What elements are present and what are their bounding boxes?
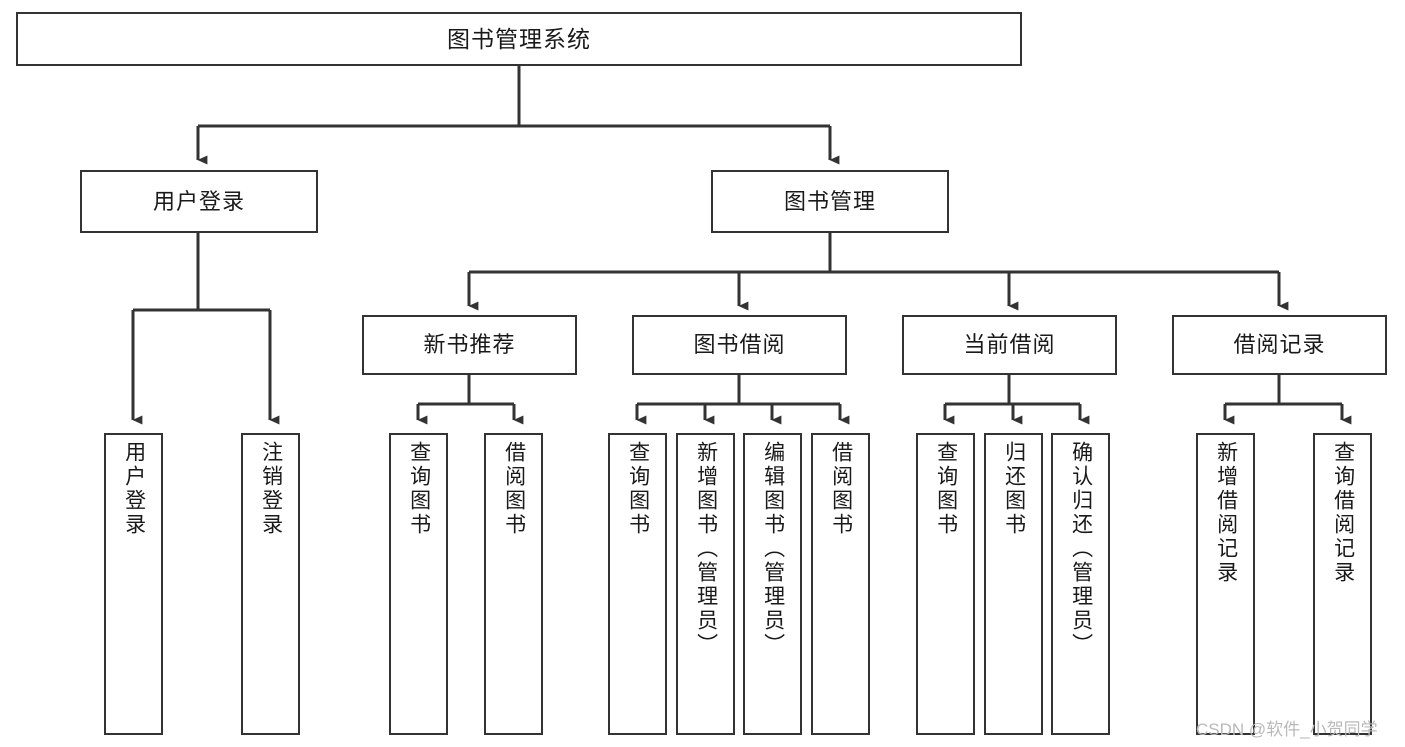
leaf-user-login-logout[interactable]: 注销登录 — [241, 433, 300, 735]
node-borrow-record[interactable]: 借阅记录 — [1172, 315, 1387, 375]
leaf-current-borrow-query-book[interactable]: 查询图书 — [916, 433, 975, 735]
node-label: 用户登录 — [122, 441, 146, 537]
node-label: 图书管理 — [783, 188, 876, 214]
node-label: 查询图书 — [407, 441, 431, 537]
node-label: 查询图书 — [934, 441, 958, 537]
node-label: 注销登录 — [259, 441, 283, 537]
node-book-borrow[interactable]: 图书借阅 — [632, 315, 847, 375]
leaf-current-borrow-confirm-return-admin[interactable]: 确认归还（管理员） — [1051, 433, 1110, 735]
node-current-borrow[interactable]: 当前借阅 — [902, 315, 1117, 375]
leaf-book-borrow-edit-book-admin[interactable]: 编辑图书（管理员） — [743, 433, 802, 735]
leaf-book-borrow-add-book-admin[interactable]: 新增图书（管理员） — [676, 433, 735, 735]
leaf-current-borrow-return-book[interactable]: 归还图书 — [984, 433, 1043, 735]
leaf-new-book-borrow-book[interactable]: 借阅图书 — [484, 433, 543, 735]
leaf-book-borrow-query-book[interactable]: 查询图书 — [608, 433, 667, 735]
node-label: 借阅图书 — [502, 441, 526, 537]
leaf-borrow-record-add-record[interactable]: 新增借阅记录 — [1196, 433, 1255, 735]
node-label: 确认归还（管理员） — [1069, 441, 1093, 657]
leaf-borrow-record-query-record[interactable]: 查询借阅记录 — [1313, 433, 1372, 735]
node-label: 图书管理系统 — [447, 25, 591, 52]
node-label: 图书借阅 — [693, 332, 786, 358]
node-new-book-recommend[interactable]: 新书推荐 — [362, 315, 577, 375]
leaf-book-borrow-borrow-book[interactable]: 借阅图书 — [811, 433, 870, 735]
node-label: 查询借阅记录 — [1331, 441, 1355, 585]
node-label: 新增图书（管理员） — [694, 441, 718, 657]
node-user-login[interactable]: 用户登录 — [80, 170, 318, 233]
node-label: 新书推荐 — [423, 332, 516, 358]
node-label: 借阅记录 — [1233, 332, 1326, 358]
node-label: 查询图书 — [626, 441, 650, 537]
csdn-watermark: CSDN @软件_小贺同学 — [1196, 720, 1378, 739]
node-label: 归还图书 — [1002, 441, 1026, 537]
leaf-user-login-login[interactable]: 用户登录 — [104, 433, 163, 735]
node-label: 编辑图书（管理员） — [761, 441, 785, 657]
node-label: 新增借阅记录 — [1214, 441, 1238, 585]
node-root-book-management-system[interactable]: 图书管理系统 — [16, 12, 1022, 66]
node-book-management[interactable]: 图书管理 — [711, 170, 949, 233]
node-label: 用户登录 — [152, 188, 245, 214]
node-label: 借阅图书 — [829, 441, 853, 537]
leaf-new-book-query-book[interactable]: 查询图书 — [389, 433, 448, 735]
node-label: 当前借阅 — [963, 332, 1056, 358]
